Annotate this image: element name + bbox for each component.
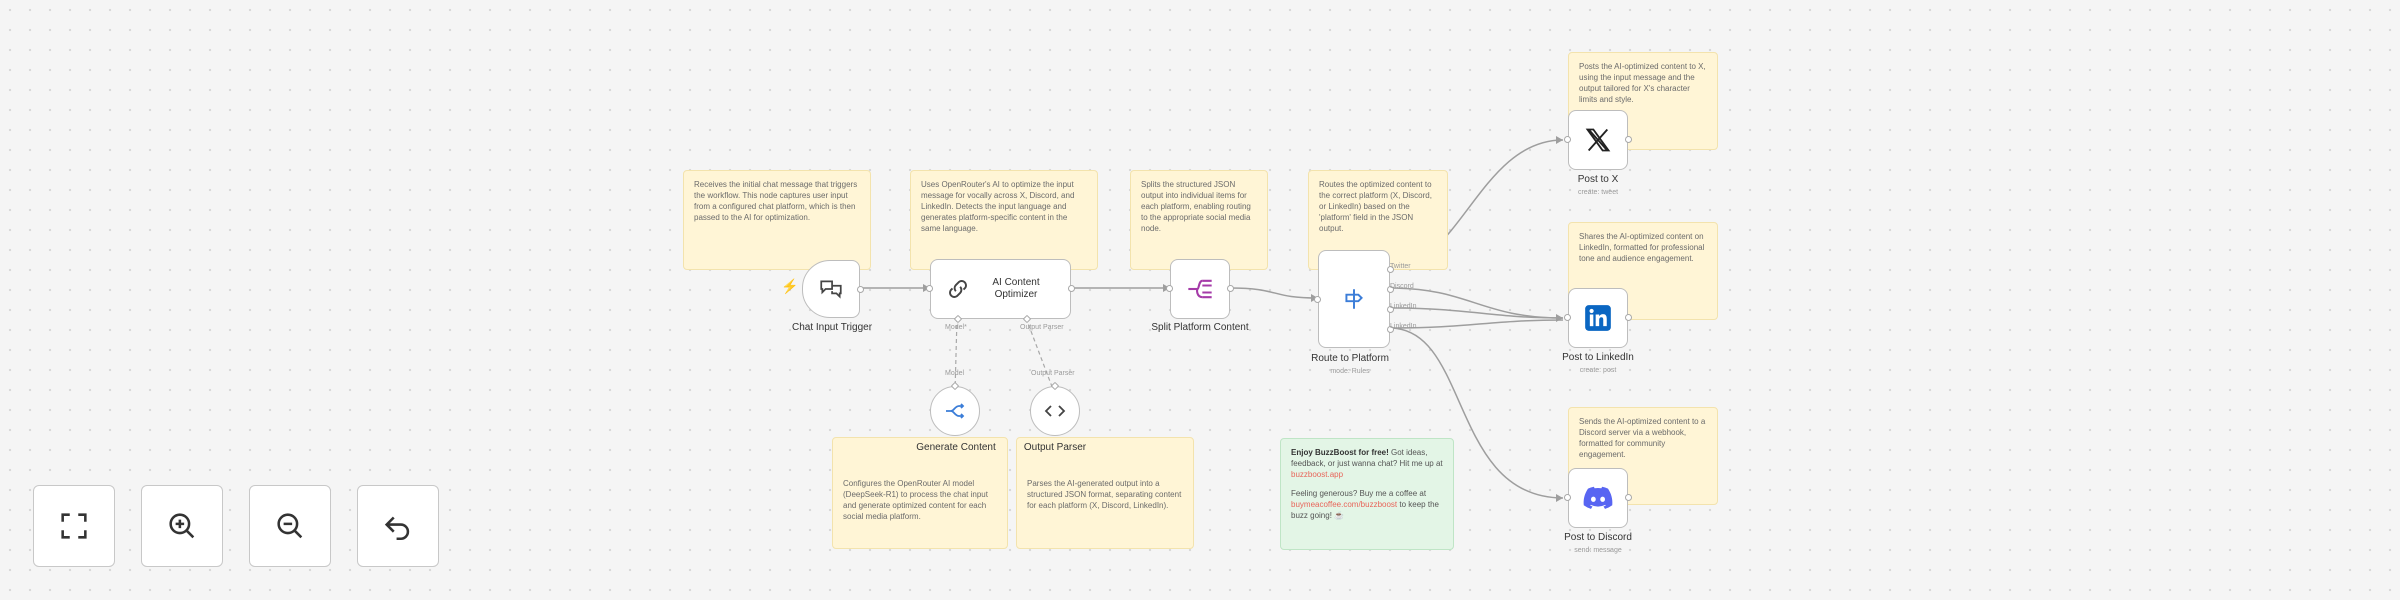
parser-top-label: Output Parser xyxy=(1031,370,1075,377)
note-optimizer[interactable]: Uses OpenRouter's AI to optimize the inp… xyxy=(910,170,1098,270)
linkedin-output-port[interactable] xyxy=(1625,314,1632,321)
route-output-label-4: LinkedIn xyxy=(1390,323,1417,330)
route-output-label-2: Discord xyxy=(1390,283,1414,290)
promo-paragraph-2: Feeling generous? Buy me a coffee at buy… xyxy=(1291,488,1443,521)
output-parser-title: Output Parser xyxy=(1023,442,1087,453)
undo-icon xyxy=(384,516,410,541)
split-output-port[interactable] xyxy=(1227,285,1234,292)
note-split-text: Splits the structured JSON output into i… xyxy=(1141,180,1251,233)
chat-input-trigger-title: Chat Input Trigger xyxy=(791,322,873,333)
note-linkedin-text: Shares the AI-optimized content on Linke… xyxy=(1579,232,1705,263)
route-output-port-1[interactable] xyxy=(1387,266,1394,273)
post-to-discord-title: Post to Discord xyxy=(1564,532,1632,543)
promo-text-3: to keep the buzz going! ☕ xyxy=(1291,500,1439,520)
promo-link-2[interactable]: buymeacoffee.com/buzzboost xyxy=(1291,500,1398,509)
note-parser[interactable]: Parses the AI-generated output into a st… xyxy=(1016,437,1194,549)
openrouter-icon xyxy=(946,403,965,419)
fit-view-button[interactable] xyxy=(33,485,115,567)
reset-zoom-button[interactable] xyxy=(357,485,439,567)
split-platform-content-node[interactable] xyxy=(1166,259,1234,319)
route-to-platform-subtitle: mode: Rules xyxy=(1330,368,1370,375)
zoom-out-button[interactable] xyxy=(249,485,331,567)
route-output-label-3: LinkedIn xyxy=(1390,303,1417,310)
post-to-discord-subtitle: send: message xyxy=(1574,547,1622,554)
optimizer-model-label: Model* xyxy=(945,324,967,331)
chat-input-trigger-node[interactable] xyxy=(802,260,864,318)
route-to-platform-title: Route to Platform xyxy=(1311,353,1389,364)
note-trigger-text: Receives the initial chat message that t… xyxy=(694,180,858,222)
zoom-in-button[interactable] xyxy=(141,485,223,567)
optimizer-parser-label: Output Parser xyxy=(1020,324,1064,331)
post-to-x-subtitle: create: tweet xyxy=(1577,189,1619,196)
note-optimizer-text: Uses OpenRouter's AI to optimize the inp… xyxy=(921,180,1075,233)
route-output-port-2[interactable] xyxy=(1387,286,1394,293)
zoom-out-icon xyxy=(277,513,303,539)
zoom-in-icon xyxy=(169,513,195,539)
linkedin-logo-icon xyxy=(1585,305,1611,331)
trigger-start-icon: ⚡ xyxy=(781,278,799,294)
split-icon xyxy=(1188,279,1212,299)
post-to-x-node[interactable] xyxy=(1564,110,1632,170)
trigger-output-port[interactable] xyxy=(857,286,864,293)
x-logo-icon xyxy=(1585,128,1611,152)
note-route-text: Routes the optimized content to the corr… xyxy=(1319,180,1432,233)
optimizer-parser-port[interactable] xyxy=(1022,314,1032,324)
fit-view-icon xyxy=(61,513,87,539)
model-output-port[interactable] xyxy=(950,381,960,391)
chat-icon xyxy=(820,280,842,299)
discord-input-port[interactable] xyxy=(1564,494,1571,501)
x-input-port[interactable] xyxy=(1564,136,1571,143)
note-promo[interactable]: Enjoy BuzzBoost for free! Got ideas, fee… xyxy=(1280,438,1454,550)
note-model-text: Configures the OpenRouter AI model (Deep… xyxy=(843,479,988,521)
promo-paragraph-1: Enjoy BuzzBoost for free! Got ideas, fee… xyxy=(1291,447,1443,480)
route-output-label-1: Twitter xyxy=(1390,263,1411,270)
generate-content-node[interactable] xyxy=(930,381,980,436)
code-icon xyxy=(1044,405,1066,417)
note-parser-text: Parses the AI-generated output into a st… xyxy=(1027,479,1182,510)
note-discord-text: Sends the AI-optimized content to a Disc… xyxy=(1579,417,1706,459)
optimizer-model-port[interactable] xyxy=(953,314,963,324)
route-icon xyxy=(1345,289,1363,309)
promo-text-1: Got ideas, feedback, or just wanna chat?… xyxy=(1291,448,1443,468)
parser-output-port[interactable] xyxy=(1050,381,1060,391)
note-trigger[interactable]: Receives the initial chat message that t… xyxy=(683,170,871,270)
promo-text-2: Feeling generous? Buy me a coffee at xyxy=(1291,489,1427,498)
route-input-port[interactable] xyxy=(1314,296,1321,303)
split-input-port[interactable] xyxy=(1166,285,1173,292)
note-x-text: Posts the AI-optimized content to X, usi… xyxy=(1579,62,1706,104)
edge-split-route xyxy=(1229,287,1319,299)
split-platform-content-title: Split Platform Content xyxy=(1151,322,1249,333)
note-model[interactable]: Configures the OpenRouter AI model (Deep… xyxy=(832,437,1008,549)
note-split[interactable]: Splits the structured JSON output into i… xyxy=(1130,170,1268,270)
linkedin-input-port[interactable] xyxy=(1564,314,1571,321)
promo-link-1[interactable]: buzzboost.app xyxy=(1291,470,1344,479)
post-to-linkedin-title: Post to LinkedIn xyxy=(1562,352,1634,363)
optimizer-input-port[interactable] xyxy=(926,285,933,292)
ai-content-optimizer-title: AI Content Optimizer xyxy=(992,277,1040,300)
route-output-port-3[interactable] xyxy=(1387,306,1394,313)
generate-content-title: Generate Content xyxy=(916,442,996,453)
link-icon xyxy=(949,280,967,298)
route-output-port-4[interactable] xyxy=(1387,326,1394,333)
x-output-port[interactable] xyxy=(1625,136,1632,143)
post-to-linkedin-subtitle: create: post xyxy=(1579,367,1617,374)
discord-output-port[interactable] xyxy=(1625,494,1632,501)
discord-logo-icon xyxy=(1583,486,1613,509)
post-to-x-title: Post to X xyxy=(1577,174,1619,185)
ai-content-optimizer-node[interactable]: AI Content Optimizer xyxy=(926,259,1075,324)
model-top-label: Model xyxy=(945,370,965,377)
output-parser-node[interactable] xyxy=(1030,381,1080,436)
optimizer-output-port[interactable] xyxy=(1068,285,1075,292)
promo-bold: Enjoy BuzzBoost for free! xyxy=(1291,448,1389,457)
post-to-discord-node[interactable] xyxy=(1564,468,1632,528)
route-to-platform-node[interactable] xyxy=(1314,250,1394,348)
post-to-linkedin-node[interactable] xyxy=(1564,288,1632,348)
